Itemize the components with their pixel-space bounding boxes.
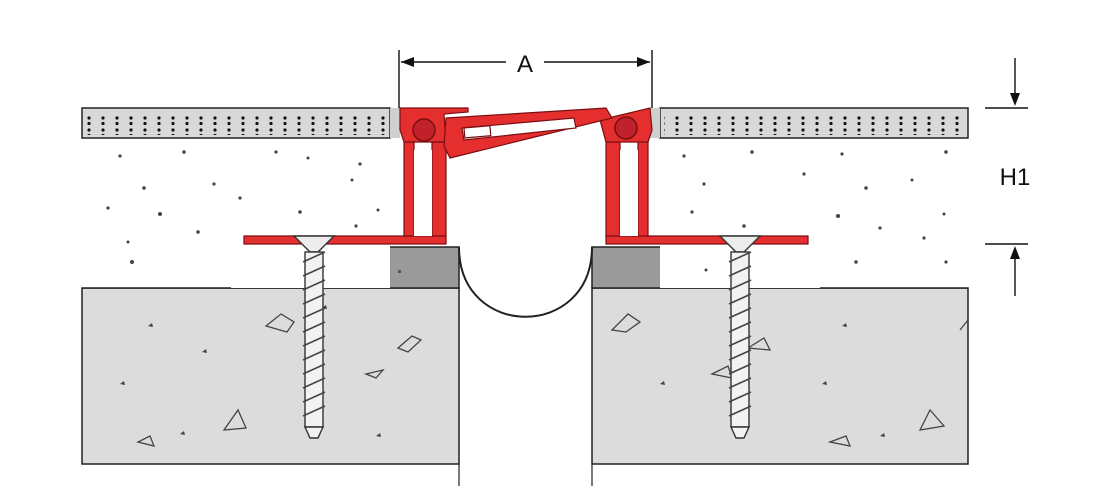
profile-leg-left — [403, 129, 415, 237]
concrete-slab-right — [591, 287, 969, 465]
dimension-h1 — [985, 58, 1028, 296]
concrete-substrate — [81, 287, 969, 486]
dimension-a-label: A — [517, 51, 533, 78]
concrete-slab-left — [81, 287, 460, 465]
concrete-specks — [120, 305, 885, 437]
floor-tiles — [81, 107, 969, 139]
screed-right — [660, 138, 968, 288]
profile-flange-right — [605, 235, 809, 245]
concrete-aggregate — [136, 313, 969, 447]
dimension-a — [398, 50, 653, 108]
joint-seal-bulb — [458, 246, 593, 318]
screed-layer — [82, 138, 968, 289]
screw-left — [292, 235, 336, 439]
profile-flange-left — [243, 235, 447, 245]
pivot-left — [412, 118, 436, 142]
pivot-right — [614, 116, 638, 140]
aluminium-profile — [243, 107, 809, 245]
screed-left — [82, 138, 390, 288]
dimension-h1-label: H1 — [1000, 164, 1031, 191]
screw-right — [718, 235, 762, 439]
screed-specks — [106, 150, 948, 272]
profile-leg-right — [637, 129, 649, 237]
